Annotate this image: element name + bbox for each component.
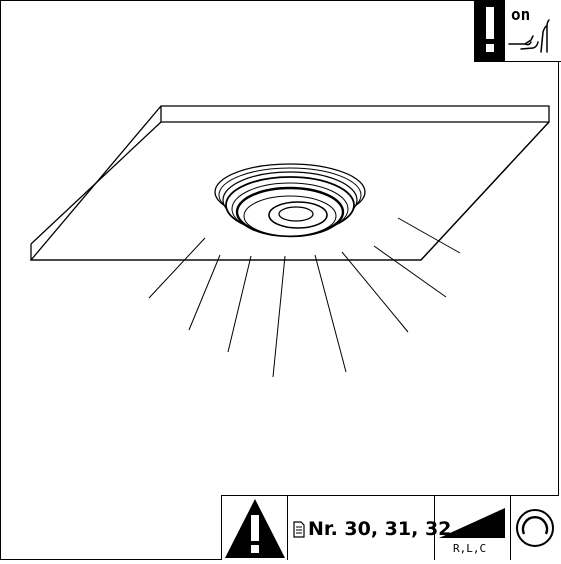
light-ray xyxy=(148,237,206,299)
light-fixture xyxy=(214,163,366,238)
light-ray xyxy=(227,255,252,353)
light-ray xyxy=(314,254,347,373)
ramp-cell: R,L,C xyxy=(434,496,510,560)
on-badge: on xyxy=(474,0,561,62)
symbol-footer: Nr. 30, 31, 32 R,L,C xyxy=(221,495,559,560)
exclamation-icon xyxy=(475,0,505,61)
light-rays xyxy=(148,217,461,378)
light-ray xyxy=(373,245,447,298)
light-ray xyxy=(397,217,461,254)
ramp-icon xyxy=(439,508,505,538)
light-ray xyxy=(341,251,409,333)
hand-press-icon xyxy=(508,19,550,53)
rotary-dial-icon xyxy=(516,509,554,547)
light-ray xyxy=(272,255,286,378)
rotary-cell xyxy=(510,496,560,560)
reference-cell: Nr. 30, 31, 32 xyxy=(287,496,451,560)
reference-label: Nr. 30, 31, 32 xyxy=(308,518,452,540)
ramp-label: R,L,C xyxy=(453,542,487,555)
on-label: on xyxy=(511,5,531,24)
warning-triangle-icon xyxy=(225,499,285,558)
light-ray xyxy=(188,254,221,331)
warning-cell xyxy=(222,496,287,560)
document-icon xyxy=(293,521,305,538)
